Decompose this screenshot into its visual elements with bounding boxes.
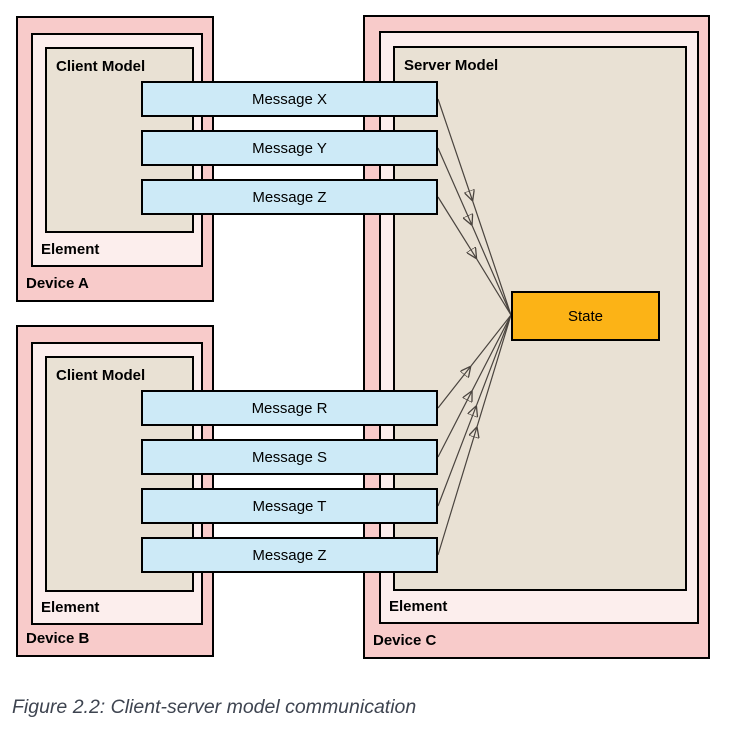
message-s-label: Message S [251, 448, 328, 466]
device-c-element-label: Element [389, 598, 448, 615]
message-box-x: Message X [141, 81, 438, 117]
state-label: State [567, 307, 604, 325]
message-box-t: Message T [141, 488, 438, 524]
device-a-element-label: Element [41, 241, 100, 258]
message-box-z: Message Z [141, 179, 438, 215]
state-box: State [511, 291, 660, 341]
device-c-server-model-label: Server Model [404, 57, 499, 74]
message-z2-label: Message Z [252, 546, 327, 564]
device-b-client-model-label: Client Model [56, 367, 146, 384]
device-c-label: Device C [373, 632, 437, 649]
message-t-label: Message T [252, 497, 327, 515]
message-box-y: Message Y [141, 130, 438, 166]
device-b-label: Device B [26, 630, 90, 647]
device-a-label: Device A [26, 275, 89, 292]
message-box-z2: Message Z [141, 537, 438, 573]
message-z-label: Message Z [252, 188, 327, 206]
message-box-r: Message R [141, 390, 438, 426]
figure-caption: Figure 2.2: Client-server model communic… [12, 696, 417, 718]
device-b-element-label: Element [41, 599, 100, 616]
device-b-element-box: Client Model Element [31, 342, 203, 625]
device-a-client-model-label: Client Model [56, 58, 146, 75]
message-box-s: Message S [141, 439, 438, 475]
message-r-label: Message R [251, 399, 328, 417]
message-x-label: Message X [251, 90, 328, 108]
message-y-label: Message Y [252, 139, 327, 157]
